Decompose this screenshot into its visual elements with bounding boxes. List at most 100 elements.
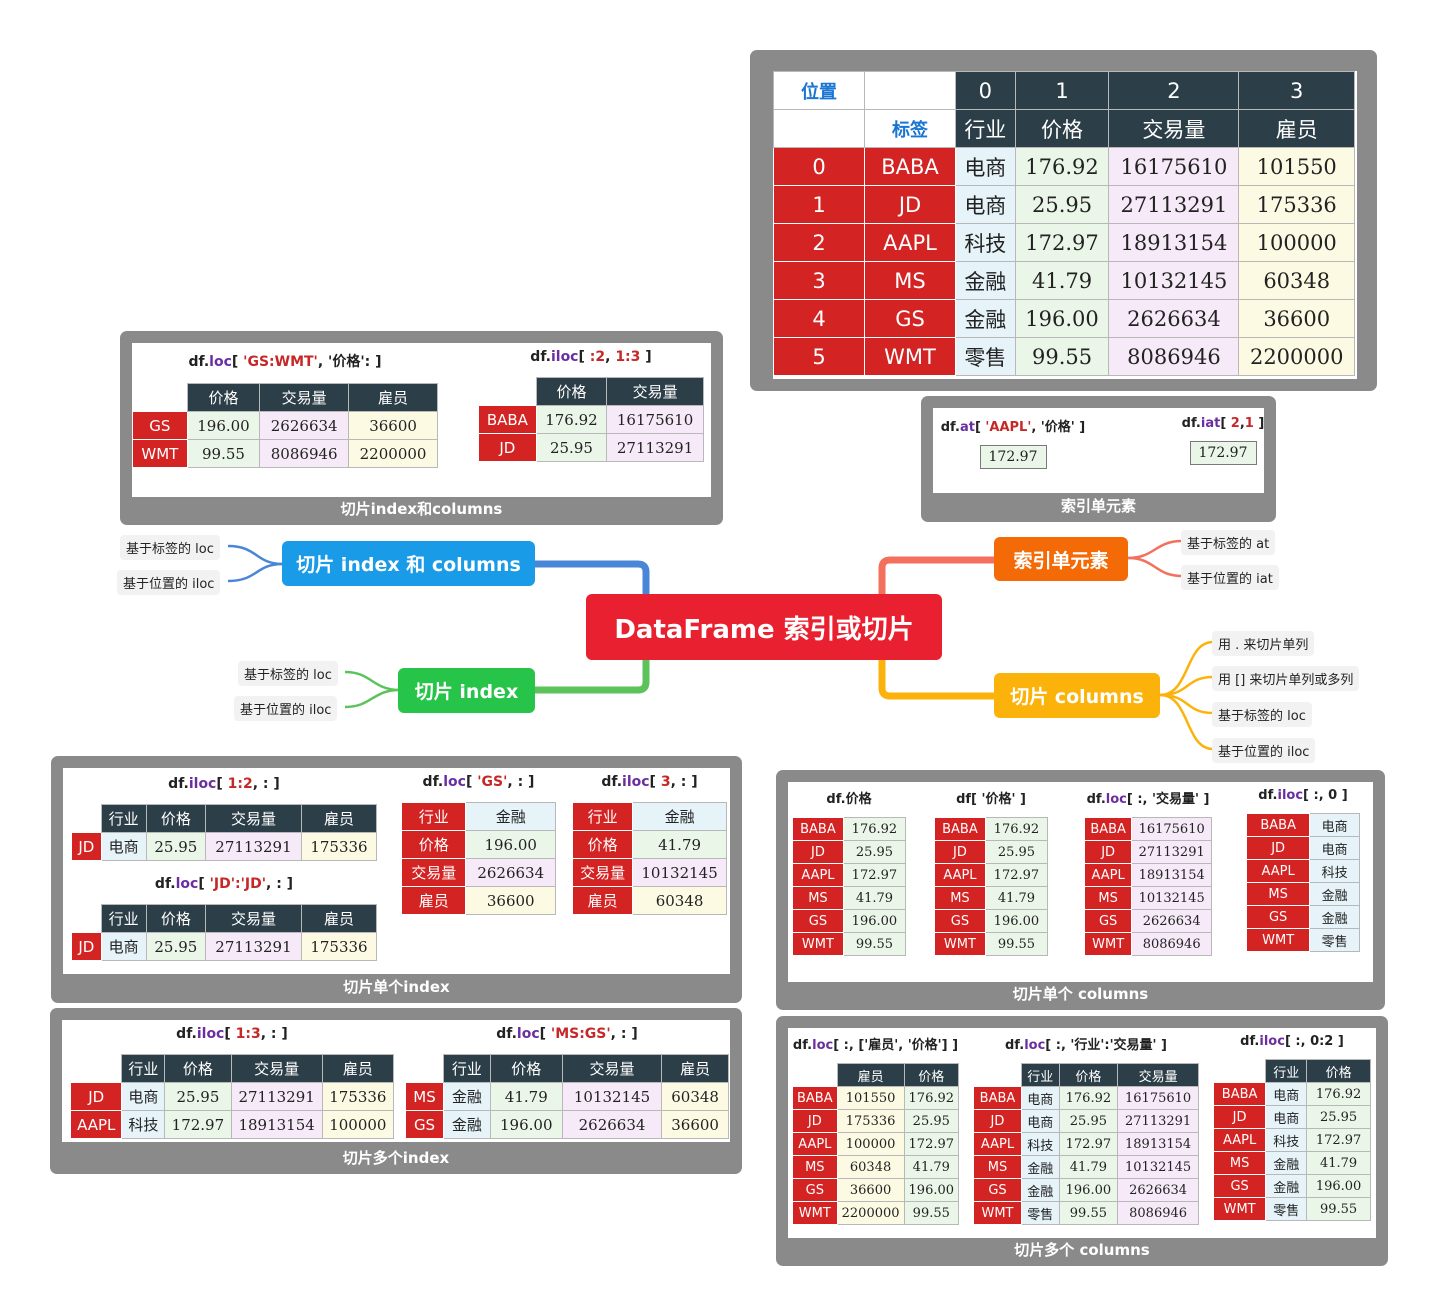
leaf-idxcols-loc[interactable]: 基于标签的 loc (120, 535, 220, 560)
title-segment: , : ] (670, 774, 698, 790)
leaf-columns-iloc[interactable]: 基于位置的 iloc (1212, 738, 1316, 763)
cell: 10132145 (1131, 886, 1212, 910)
leaf-columns-loc[interactable]: 基于标签的 loc (1212, 702, 1312, 727)
leaf-index-iloc[interactable]: 基于位置的 iloc (234, 696, 338, 721)
label-header: 标签 (864, 109, 956, 148)
cell: 172.97 (903, 1132, 960, 1156)
cell: 金融 (1265, 1151, 1308, 1175)
row-label: WMT (973, 1201, 1022, 1225)
row-position: 3 (773, 261, 865, 300)
leaf-index-loc[interactable]: 基于标签的 loc (238, 661, 338, 686)
branch-single[interactable]: 索引单元素 (994, 537, 1128, 581)
title-segment: 1:3 (235, 1026, 261, 1042)
title-segment: [ :, 0 ] (1303, 788, 1348, 803)
title-segment: , '价格' ] (1031, 420, 1086, 435)
row-label: GS (1212, 1174, 1267, 1198)
cell: 172.97 (842, 863, 907, 887)
cell: 196.00 (186, 411, 261, 440)
header-row: 行业价格交易量雇员 (406, 1054, 729, 1083)
branch-columns[interactable]: 切片 columns (994, 673, 1160, 718)
cell: 99.55 (1014, 337, 1110, 376)
row-position: 4 (773, 299, 865, 338)
title-segment: loc (175, 876, 199, 892)
cell: 电商 (1265, 1105, 1308, 1129)
header-row: 行业价格交易量 (974, 1063, 1199, 1087)
row-label: BABA (1245, 813, 1311, 837)
title-segment: loc (516, 1026, 540, 1042)
title-segment: , : ] (266, 876, 294, 892)
cell: 175336 (321, 1082, 395, 1111)
title-segment: ] (1253, 416, 1264, 431)
cell: 196.00 (489, 1110, 563, 1139)
row-label: GS (864, 299, 956, 338)
cell: 176.92 (903, 1086, 960, 1110)
title-segment: iloc (550, 349, 579, 365)
cell: 100000 (1238, 223, 1355, 262)
corner (72, 805, 102, 833)
column-header: 行业 (1020, 1063, 1060, 1087)
cell: 196.00 (1014, 299, 1110, 338)
leaf-single-at[interactable]: 基于标签的 at (1181, 530, 1276, 555)
column-header: 价格 (145, 904, 206, 933)
cell: 2626634 (259, 411, 350, 440)
leaf-columns-dot[interactable]: 用 . 来切片单列 (1212, 631, 1315, 656)
slice-expression: df.loc[ 'GS:WMT', '价格': ] (132, 351, 438, 371)
leaf-columns-bracket[interactable]: 用 [] 来切片单列或多列 (1212, 666, 1360, 691)
title-segment: df.价格 (826, 792, 872, 807)
row-label: BABA (864, 147, 956, 186)
cell: 176.92 (1014, 147, 1110, 186)
slice-expression: df.iloc[ :, 0:2 ] (1213, 1034, 1371, 1049)
cell: 18913154 (230, 1110, 323, 1139)
title-segment: , (1239, 416, 1245, 431)
title-segment: df. (1258, 788, 1278, 803)
leaf-idxcols-iloc[interactable]: 基于位置的 iloc (117, 570, 221, 595)
corner (974, 1064, 1022, 1087)
title-segment: df[ '价格' ] (956, 792, 1026, 807)
branch-idxcols[interactable]: 切片 index 和 columns (282, 541, 535, 586)
center-node[interactable]: DataFrame 索引或切片 (586, 594, 942, 660)
row-label: MS (1083, 886, 1133, 910)
header-row: 行业价格交易量雇员 (72, 904, 378, 933)
cell: 172.97 (1306, 1128, 1371, 1152)
cell: 101550 (836, 1086, 905, 1110)
slice-expression: df.loc[ 'GS', : ] (401, 774, 556, 790)
header-row: 行业价格交易量雇员 (71, 1054, 395, 1083)
cell: 金融 (1020, 1178, 1060, 1202)
cell: 电商 (1020, 1086, 1060, 1110)
column-header: 行业 (100, 804, 147, 833)
title-segment: 'GS:WMT' (243, 354, 318, 370)
column-header: 雇员 (348, 383, 438, 412)
title-segment: 'GS' (477, 774, 508, 790)
column-header: 价格 (1058, 1063, 1119, 1087)
title-segment: df. (188, 354, 210, 370)
row-label: WMT (132, 439, 188, 468)
leaf-single-iat[interactable]: 基于位置的 iat (1181, 565, 1279, 590)
row-label: 行业 (571, 802, 634, 831)
row-label: MS (1245, 882, 1311, 906)
title-segment: df. (1240, 1034, 1260, 1049)
column-header: 价格 (489, 1054, 563, 1083)
branch-index[interactable]: 切片 index (398, 668, 535, 713)
col-label-3: 雇员 (1238, 109, 1355, 148)
cell: 金融 (443, 1110, 491, 1139)
